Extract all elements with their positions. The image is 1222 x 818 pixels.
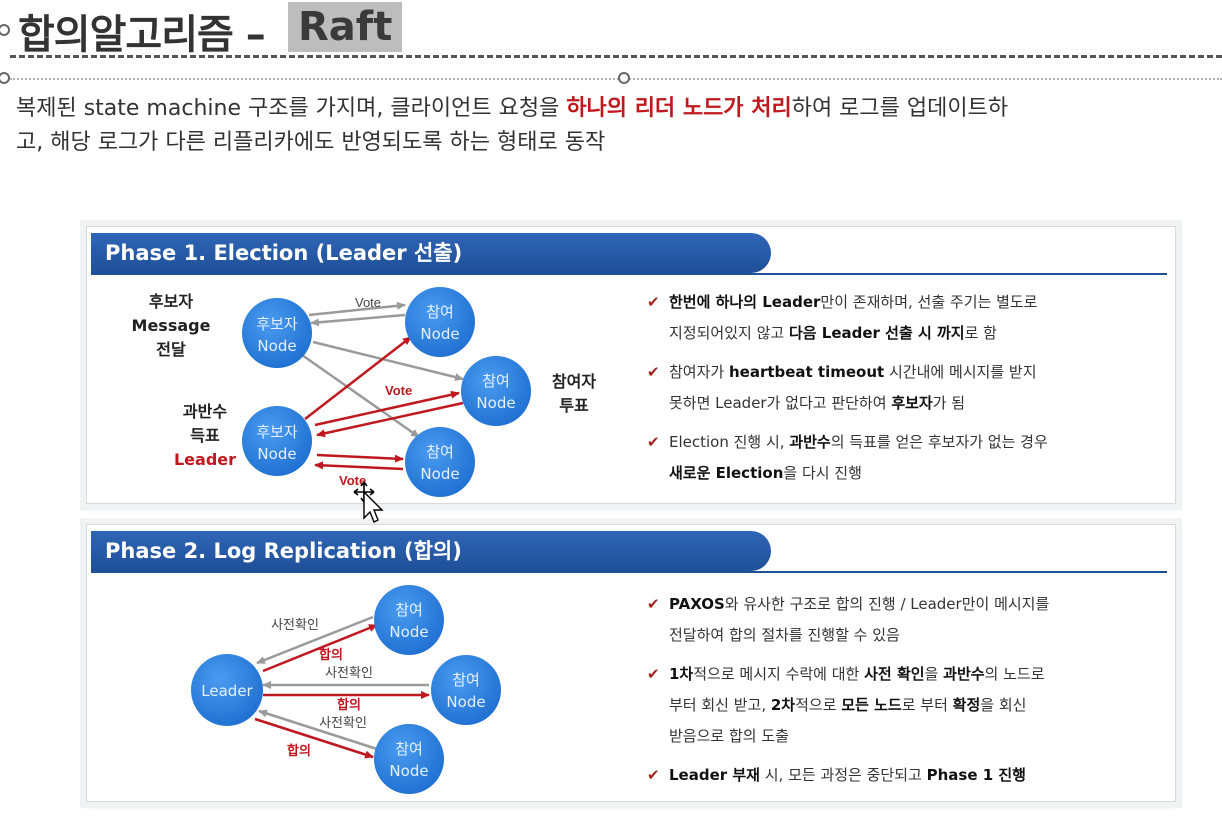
phase1-bullet-2: ✔ 참여자가 heartbeat timeout 시간내에 메시지를 받지 못하… <box>647 357 1167 419</box>
arrow-msg-a-mid <box>312 340 464 381</box>
svg-text:Node: Node <box>389 762 428 780</box>
phase2-heading-rule <box>91 571 1167 573</box>
election-diagram: Vote Vote Vote 후보자 Message 전달 과반수 득표 Lea… <box>132 287 596 497</box>
svg-text:참여: 참여 <box>395 601 423 619</box>
check-icon: ✔ <box>647 766 660 784</box>
arrow-agree-top <box>262 623 378 673</box>
description-line-1: 복제된 state machine 구조를 가지며, 클라이언트 요청을 하나의… <box>16 96 1009 121</box>
title-border-dotted <box>10 78 1222 80</box>
svg-text:후보자: 후보자 <box>256 423 298 441</box>
label-candidate-msg-2: Message <box>132 316 211 335</box>
title-highlight[interactable]: Raft <box>288 2 403 52</box>
arrow-pre-bot <box>258 709 378 751</box>
resize-handle-left[interactable] <box>0 24 10 36</box>
arrow-vote-bot-leader <box>314 461 404 471</box>
vote-label-red-1: Vote <box>385 383 412 398</box>
svg-text:Node: Node <box>389 623 428 641</box>
phase1-heading: Phase 1. Election (Leader 선출) <box>91 233 771 273</box>
phase2-panel: Phase 2. Log Replication (합의) 사전확인 합의 사전… <box>86 524 1176 802</box>
svg-text:참여: 참여 <box>482 372 510 390</box>
node-participant-top: 참여 Node <box>374 585 444 655</box>
svg-text:참여: 참여 <box>395 740 423 758</box>
arrow-vote-top-a <box>310 313 406 327</box>
phase1-bullet-1: ✔ 한번에 하나의 Leader만이 존재하며, 선출 주기는 별도로 지정되어… <box>647 287 1167 349</box>
label-voter-1: 참여자 <box>552 372 596 391</box>
label-majority-1: 과반수 <box>183 402 227 421</box>
pre-label-top: 사전확인 <box>271 618 319 633</box>
node-candidate-b: 후보자 Node <box>242 406 312 476</box>
title-text: 합의알고리즘 – <box>18 12 266 58</box>
check-icon: ✔ <box>647 595 660 613</box>
arrow-msg-a-top <box>308 301 406 317</box>
check-icon: ✔ <box>647 433 660 451</box>
pre-label-bot: 사전확인 <box>319 716 367 731</box>
phase1-bullet-3: ✔ Election 진행 시, 과반수의 득표를 얻은 후보자가 없는 경우 … <box>647 427 1167 489</box>
phase1-heading-rule <box>91 273 1167 275</box>
phase1-bullets: ✔ 한번에 하나의 Leader만이 존재하며, 선출 주기는 별도로 지정되어… <box>647 287 1167 489</box>
phase2-bullet-2: ✔ 1차적으로 메시지 수락에 대한 사전 확인을 과반수의 노드로 부터 회신… <box>647 659 1167 752</box>
phase1-panel: Phase 1. Election (Leader 선출) Vote Vote <box>86 226 1176 504</box>
replication-diagram: 사전확인 합의 사전확인 합의 사전확인 합의 Leader 참여 Node 참… <box>191 585 501 794</box>
label-leader: Leader <box>174 450 236 469</box>
node-participant-bot: 참여 Node <box>374 724 444 794</box>
phase2-bullet-3: ✔ Leader 부재 시, 모든 과정은 중단되고 Phase 1 진행 <box>647 760 1167 791</box>
phase2-bullet-1: ✔ PAXOS와 유사한 구조로 합의 진행 / Leader만이 메시지를 전… <box>647 589 1167 651</box>
move-cursor-icon <box>353 481 384 523</box>
resize-handle-bottom-left[interactable] <box>0 72 10 84</box>
svg-text:참여: 참여 <box>452 671 480 689</box>
arrow-leader-top <box>304 336 412 420</box>
svg-text:Node: Node <box>420 325 459 343</box>
title-border-dashed <box>10 55 1222 58</box>
label-candidate-msg-1: 후보자 <box>149 292 193 311</box>
phase2-bullets: ✔ PAXOS와 유사한 구조로 합의 진행 / Leader만이 메시지를 전… <box>647 589 1167 791</box>
label-candidate-msg-3: 전달 <box>156 340 186 359</box>
svg-text:Node: Node <box>257 337 296 355</box>
svg-text:Node: Node <box>446 693 485 711</box>
arrow-agree-bot <box>254 717 374 759</box>
svg-text:참여: 참여 <box>426 303 454 321</box>
svg-text:Leader: Leader <box>201 682 253 700</box>
slide-description: 복제된 state machine 구조를 가지며, 클라이언트 요청을 하나의… <box>16 92 1212 160</box>
svg-text:Node: Node <box>476 394 515 412</box>
vote-label-red-2: Vote <box>339 473 366 488</box>
node-leader: Leader <box>191 654 263 726</box>
agree-label-top: 합의 <box>319 647 343 663</box>
pre-label-mid: 사전확인 <box>325 666 373 681</box>
node-participant-mid: 참여 Node <box>431 655 501 725</box>
label-majority-2: 득표 <box>190 426 220 445</box>
check-icon: ✔ <box>647 665 660 683</box>
arrow-leader-mid <box>314 390 460 427</box>
svg-text:Node: Node <box>420 465 459 483</box>
slide-title: 합의알고리즘 – Raft <box>0 0 1222 84</box>
agree-label-bot: 합의 <box>287 743 311 759</box>
description-highlight: 하나의 리더 노드가 처리 <box>566 96 792 121</box>
check-icon: ✔ <box>647 363 660 381</box>
check-icon: ✔ <box>647 293 660 311</box>
node-participant-bot: 참여 Node <box>405 427 475 497</box>
label-voter-2: 투표 <box>559 396 589 415</box>
phase2-heading: Phase 2. Log Replication (합의) <box>91 531 771 571</box>
arrow-msg-a-bot <box>301 353 420 439</box>
arrow-leader-bot <box>316 453 404 463</box>
arrow-pre-top <box>256 615 374 665</box>
svg-text:Node: Node <box>257 445 296 463</box>
description-line-2: 고, 해당 로그가 다른 리플리카에도 반영되도록 하는 형태로 동작 <box>16 130 606 155</box>
svg-text:참여: 참여 <box>426 443 454 461</box>
svg-text:후보자: 후보자 <box>256 315 298 333</box>
node-candidate-a: 후보자 Node <box>242 298 312 368</box>
vote-label-gray: Vote <box>355 295 381 310</box>
node-participant-top: 참여 Node <box>405 287 475 357</box>
agree-label-mid: 합의 <box>337 697 361 713</box>
resize-handle-bottom[interactable] <box>618 72 630 84</box>
node-participant-mid: 참여 Node <box>461 356 531 426</box>
arrow-vote-mid-leader <box>316 401 464 438</box>
